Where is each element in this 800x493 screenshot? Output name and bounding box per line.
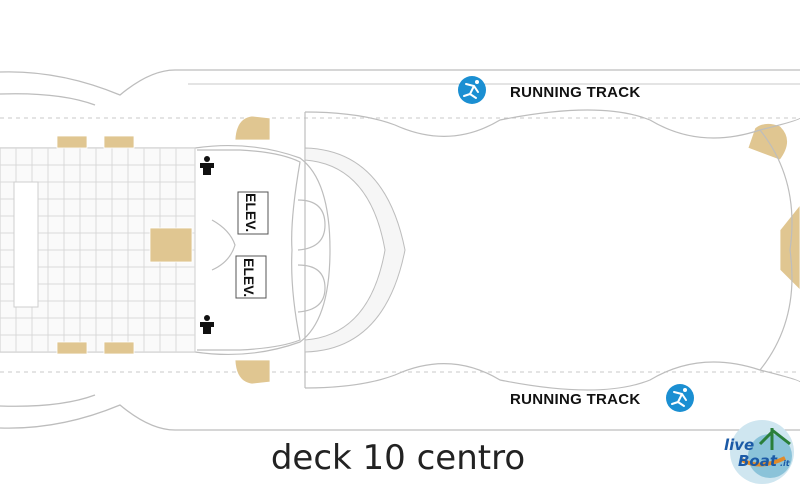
running-track-icon (666, 384, 694, 412)
logo-text-live: live (724, 436, 754, 454)
running-track-label-bottom: RUNNING TRACK (510, 391, 641, 408)
restroom-icon (200, 156, 214, 334)
running-track-icon (458, 76, 486, 104)
hull-outline (0, 69, 800, 431)
elevator-label-bottom: ELEV. (241, 258, 257, 297)
deck-caption: deck 10 centro (0, 438, 800, 478)
elevator-icon (235, 191, 269, 299)
deck-caption-text: deck 10 centro (270, 438, 526, 478)
tiled-arch (304, 147, 406, 353)
liveboat-logo: live Boat .it (724, 420, 794, 484)
running-track-label-top: RUNNING TRACK (510, 84, 641, 101)
pool-deck-outline (304, 109, 800, 391)
logo-text-boat: Boat (738, 452, 778, 470)
logo-text-suffix: .it (780, 459, 791, 468)
elevator-lobby (197, 149, 326, 351)
elevator-label-top: ELEV. (243, 193, 259, 232)
